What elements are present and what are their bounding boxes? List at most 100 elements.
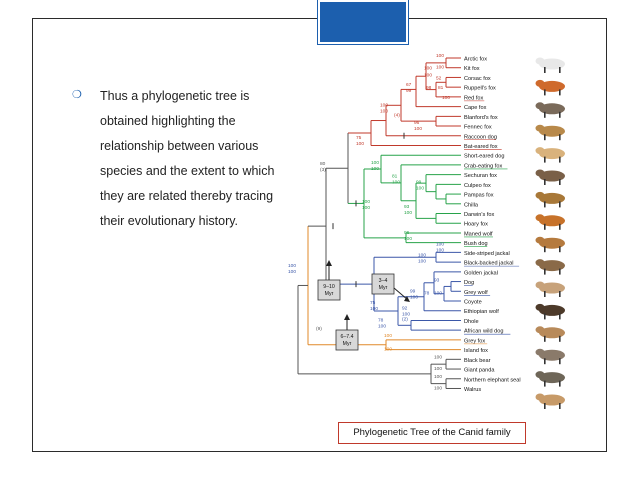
node-support-label: (2): [402, 317, 408, 323]
bullet-text: Thus a phylogenetic tree is obtained hig…: [100, 89, 275, 228]
species-label: Arctic fox: [464, 57, 487, 63]
node-support-label: 100: [436, 53, 444, 59]
species-label: Kit fox: [464, 66, 480, 72]
animal-illustration-icon: [535, 102, 565, 118]
node-support-label: 78: [424, 290, 430, 296]
species-label: Hoary fox: [464, 222, 488, 228]
animal-illustration-icon: [535, 147, 565, 163]
node-support-label: 99: [410, 288, 416, 294]
figure-caption: Phylogenetic Tree of the Canid family: [338, 422, 526, 444]
species-label: Dhole: [464, 319, 479, 325]
animal-illustration-icon: [535, 326, 565, 342]
node-support-label: 100: [362, 199, 370, 205]
node-support-label: 81: [438, 85, 444, 91]
node-support-label: 92: [402, 306, 408, 312]
myr-box: [335, 329, 359, 351]
animal-illustration-icon: [535, 303, 565, 320]
animal-illustration-icon: [535, 281, 565, 297]
node-support-label: 100: [442, 95, 450, 101]
animal-illustration-icon: [535, 169, 565, 185]
header-accent-box: [318, 0, 408, 44]
node-support-label: 100: [424, 66, 432, 72]
tree-branch: [393, 287, 409, 301]
species-label: Darwin's fox: [464, 212, 494, 218]
node-support-label: 100: [356, 141, 364, 147]
node-support-label: 78: [378, 317, 384, 323]
circle-bullet-icon: ❍: [72, 89, 82, 101]
myr-label: Myr: [325, 291, 334, 297]
node-support-label: 100: [392, 180, 400, 186]
species-label: Short-eared dog: [464, 154, 504, 160]
node-support-label: 100: [434, 366, 442, 372]
animal-illustration-icon: [535, 371, 565, 387]
node-support-label: 96: [414, 120, 420, 126]
arrow-icon: [404, 296, 410, 302]
species-label: Ruppell's fox: [464, 86, 496, 92]
myr-label: Myr: [379, 285, 388, 291]
species-label: Maned wolf: [464, 231, 493, 237]
node-support-label: 100: [436, 242, 444, 248]
node-support-label: 100: [414, 126, 422, 132]
node-support-label: 100: [288, 269, 296, 275]
species-label: Corsac fox: [464, 76, 491, 82]
node-support-label: 100: [371, 160, 379, 166]
species-label: Culpeo fox: [464, 183, 491, 189]
species-label: Golden jackal: [464, 270, 498, 276]
node-support-label: (3): [320, 167, 326, 173]
species-label: Cape fox: [464, 105, 487, 111]
species-label: Black-backed jackal: [464, 261, 513, 267]
myr-label: Myr: [343, 341, 352, 347]
species-label: Blanford's fox: [464, 115, 498, 121]
species-label: Fennec fox: [464, 125, 492, 131]
species-label: Crab-eating fox: [464, 163, 502, 169]
animal-illustration-icon: [535, 191, 565, 208]
node-support-label: 100: [424, 72, 432, 78]
node-support-label: 100: [402, 312, 410, 318]
animal-illustration-icon: [535, 79, 565, 96]
species-label: Black bear: [464, 358, 491, 364]
node-support-label: 100: [404, 236, 412, 242]
species-label: Raccoon dog: [464, 134, 497, 140]
node-support-label: 100: [384, 347, 392, 353]
node-support-label: 100: [380, 103, 388, 109]
myr-label: 3–4: [379, 278, 388, 284]
animal-illustrations: [535, 57, 565, 409]
myr-label: 6–7.4: [341, 334, 354, 340]
species-label: Bat-eared fox: [464, 144, 498, 150]
node-support-label: 100: [362, 205, 370, 211]
species-label: Bush dog: [464, 241, 488, 247]
node-support-label: 99: [416, 179, 422, 185]
node-support-label: 81: [392, 174, 398, 180]
node-support-label: 100: [434, 385, 442, 391]
species-label: Dog: [464, 280, 474, 286]
node-support-label: 96: [404, 230, 410, 236]
node-support-label: 100: [436, 65, 444, 71]
species-label: Chilla: [464, 202, 479, 208]
myr-box: [317, 279, 341, 301]
node-support-label: 100: [378, 323, 386, 329]
animal-illustration-icon: [535, 259, 565, 275]
species-label: Pampas fox: [464, 193, 494, 199]
animal-illustration-icon: [535, 348, 565, 365]
node-support-label: 100: [380, 109, 388, 115]
node-support-label: 100: [418, 252, 426, 258]
species-label: Walrus: [464, 387, 481, 393]
node-support-label: 75: [370, 300, 376, 306]
species-label: Ethiopian wolf: [464, 309, 499, 315]
species-label: Coyote: [464, 300, 482, 306]
node-support-label: 100: [436, 248, 444, 254]
node-support-label: 100: [371, 166, 379, 172]
node-support-label: 100: [404, 210, 412, 216]
myr-label: 9–10: [323, 284, 335, 290]
node-support-label: 99: [406, 88, 412, 94]
node-support-label: 100: [370, 306, 378, 312]
node-support-label: 100: [434, 354, 442, 360]
node-support-label: 100: [434, 290, 442, 296]
tree-branches: [297, 57, 461, 389]
arrow-icon: [326, 260, 332, 266]
node-support-label: 100: [416, 185, 424, 191]
species-label: Red fox: [464, 95, 483, 101]
node-support-label: 67: [406, 82, 412, 88]
